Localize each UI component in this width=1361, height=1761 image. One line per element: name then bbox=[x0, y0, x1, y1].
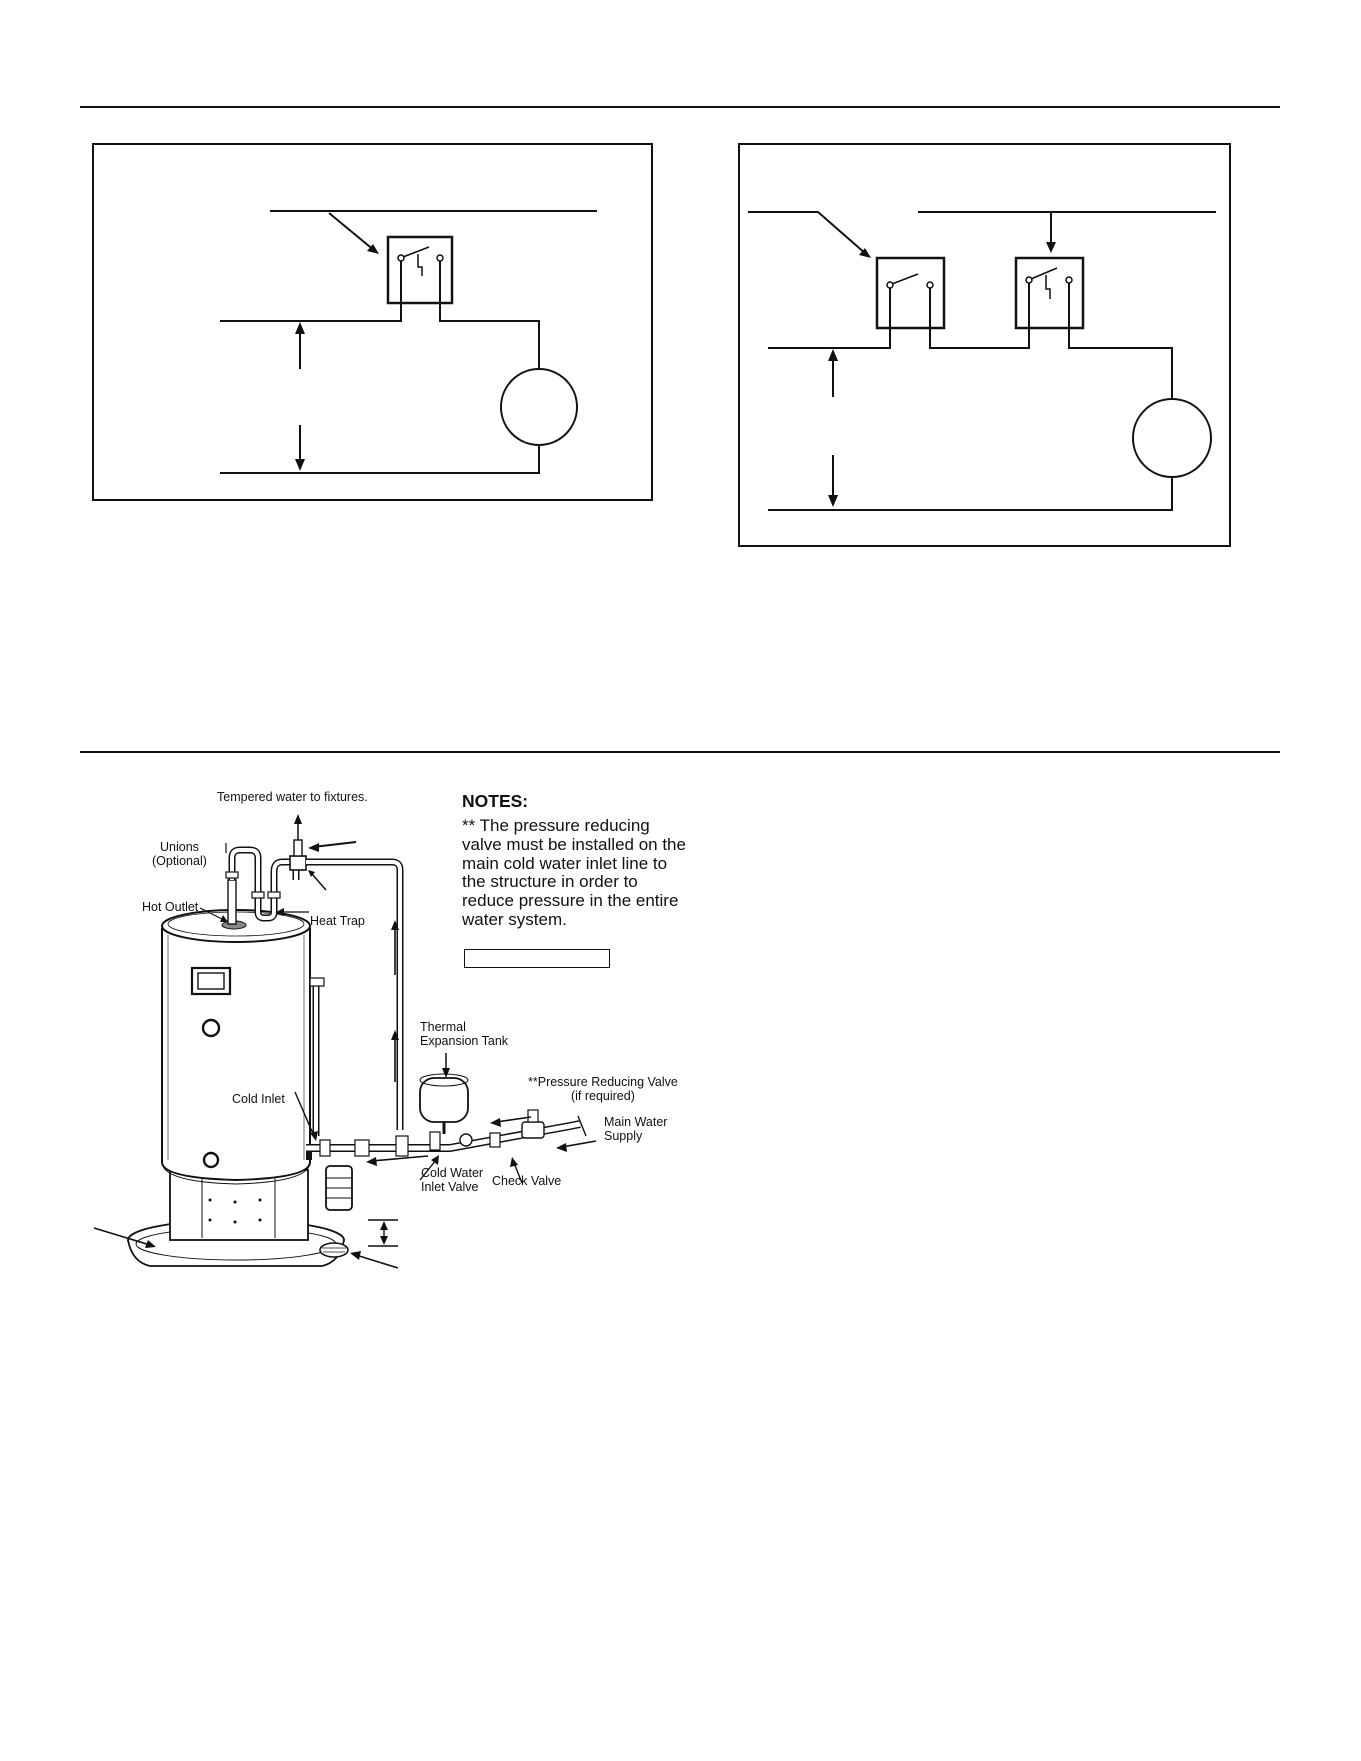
label-heat-trap: Heat Trap bbox=[310, 914, 365, 928]
label-check-valve: Check Valve bbox=[492, 1174, 562, 1188]
thermal-expansion-tank bbox=[419, 1053, 469, 1134]
thermostat-switch bbox=[386, 235, 454, 305]
label-tempered-water: Tempered water to fixtures. bbox=[217, 790, 368, 804]
lower-thermostat-switch bbox=[1014, 256, 1085, 330]
label-hot-outlet: Hot Outlet bbox=[142, 900, 199, 914]
notes-body: ** The pressure reducing valve must be i… bbox=[462, 816, 686, 929]
heating-element bbox=[500, 368, 578, 446]
installation-notes: NOTES: ** The pressure reducing valve mu… bbox=[462, 791, 692, 929]
middle-divider bbox=[80, 751, 1280, 753]
notes-empty-box bbox=[464, 949, 610, 968]
cold-inlet-piping bbox=[306, 977, 325, 1160]
label-pressure-reducing-valve: **Pressure Reducing Valve (if required) bbox=[528, 1075, 678, 1104]
heating-element bbox=[1132, 398, 1212, 478]
wiring-diagram-double bbox=[738, 143, 1231, 547]
water-heater-installation-illustration bbox=[93, 814, 597, 1269]
label-leaders bbox=[199, 843, 523, 1184]
label-cold-inlet: Cold Inlet bbox=[232, 1092, 285, 1106]
water-heater-tank bbox=[161, 909, 311, 1185]
cold-water-line bbox=[306, 1109, 587, 1157]
drain-pan-pointer bbox=[93, 1227, 151, 1246]
label-cold-water-inlet-valve: Cold Water Inlet Valve bbox=[421, 1166, 484, 1195]
wiring-diagram-single bbox=[92, 143, 653, 501]
label-main-water-supply: Main Water Supply bbox=[604, 1115, 668, 1144]
notes-title: NOTES: bbox=[462, 791, 529, 811]
mixing-valve bbox=[289, 814, 357, 891]
label-unions: Unions (Optional) bbox=[152, 840, 207, 869]
tempered-return-line bbox=[306, 858, 404, 1130]
top-divider bbox=[80, 106, 1280, 108]
drain-fitting bbox=[319, 1165, 399, 1269]
air-gap-dimension bbox=[368, 1219, 398, 1247]
hot-outlet-piping bbox=[225, 846, 300, 925]
flow-arrows bbox=[366, 1116, 597, 1166]
label-thermal-expansion-tank: Thermal Expansion Tank bbox=[420, 1020, 509, 1049]
upper-thermostat-switch bbox=[875, 256, 946, 330]
